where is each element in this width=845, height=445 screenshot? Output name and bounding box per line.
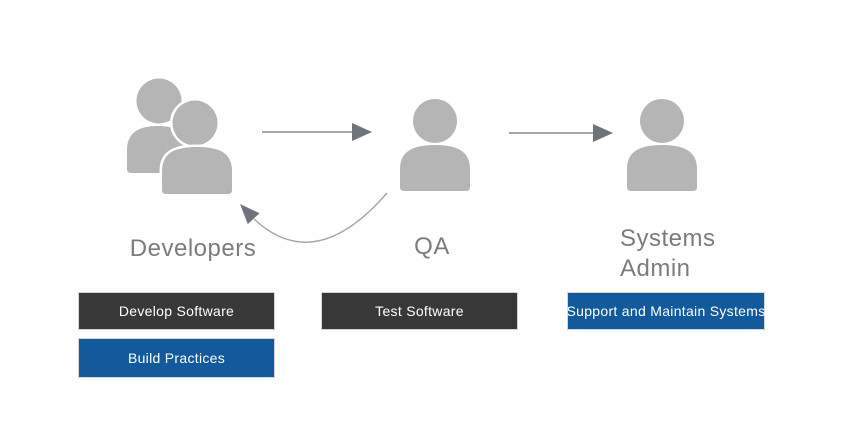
qa-label: QA: [414, 233, 450, 260]
arrow-qa-to-systems-admin-icon: [509, 124, 613, 142]
qa-person-icon: [400, 99, 470, 191]
developers-two-person-icon: [127, 78, 235, 194]
test-software-box: Test Software: [321, 292, 518, 330]
build-practices-box: Build Practices: [78, 338, 275, 378]
support-maintain-systems-box: Support and Maintain Systems: [566, 292, 765, 330]
develop-software-box: Develop Software: [78, 292, 275, 330]
systems-admin-label: Systems Admin: [620, 225, 716, 282]
curved-arrow-qa-to-developers-icon: [240, 192, 388, 243]
developers-label: Developers: [129, 235, 257, 262]
systems-admin-person-icon: [627, 99, 697, 191]
arrow-developers-to-qa-icon: [262, 123, 372, 141]
